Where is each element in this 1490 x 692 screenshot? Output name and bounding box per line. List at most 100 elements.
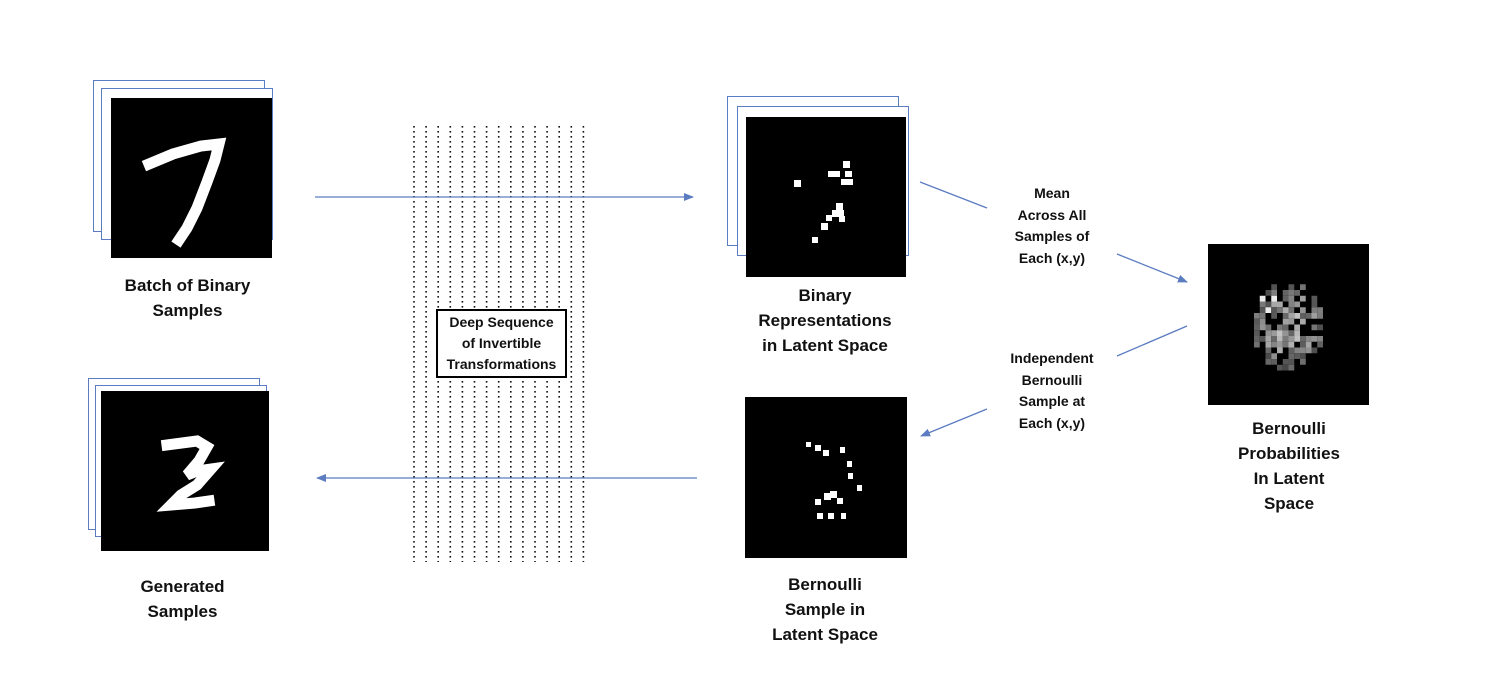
heatmap-cell xyxy=(1254,318,1260,325)
heatmap-cell xyxy=(1259,295,1266,302)
heatmap-cell xyxy=(1265,330,1272,336)
heatmap-cell xyxy=(1265,336,1272,342)
heatmap-cell xyxy=(1282,307,1289,313)
mean-arrow-segment-2 xyxy=(1116,253,1188,283)
latent-pixel xyxy=(841,179,853,185)
generated-sample-image xyxy=(101,391,269,551)
heatmap-cell xyxy=(1300,307,1306,313)
heatmap-cell xyxy=(1254,330,1260,336)
heatmap-cell xyxy=(1300,336,1306,342)
heatmap-cell xyxy=(1288,330,1295,336)
heatmap-cell xyxy=(1288,353,1295,359)
sample-pixel xyxy=(823,450,829,456)
heatmap-cell xyxy=(1317,324,1323,331)
heatmap-cell xyxy=(1288,347,1295,354)
heatmap-cell xyxy=(1288,284,1295,290)
heatmap-cell xyxy=(1259,313,1266,319)
latent-pixel xyxy=(832,210,844,217)
sample-pixel xyxy=(840,447,845,453)
sample-pixel xyxy=(830,491,837,498)
heatmap-cell xyxy=(1300,313,1306,319)
heatmap-cell xyxy=(1271,336,1277,342)
heatmap-cell xyxy=(1259,301,1266,308)
sample-pixel xyxy=(824,493,831,500)
heatmap-cell xyxy=(1277,364,1283,371)
heatmap-cell xyxy=(1300,295,1306,302)
heatmap-cell xyxy=(1305,336,1312,342)
heatmap-cell xyxy=(1311,336,1318,342)
heatmap-cell xyxy=(1277,324,1283,331)
heatmap-cell xyxy=(1288,364,1295,371)
heatmap-cell xyxy=(1265,307,1272,313)
heatmap-cell xyxy=(1317,307,1323,313)
heatmap-cell xyxy=(1265,359,1272,365)
heatmap-cell xyxy=(1271,290,1277,296)
heatmap-cell xyxy=(1288,341,1295,348)
heatmap-cell xyxy=(1300,359,1306,365)
heatmap-cell xyxy=(1282,324,1289,331)
heatmap-cell xyxy=(1288,301,1295,308)
heatmap-cell xyxy=(1282,364,1289,371)
probability-heatmap xyxy=(1254,284,1323,371)
heatmap-cell xyxy=(1254,341,1260,348)
heatmap-cell xyxy=(1259,324,1266,331)
sample-pixel xyxy=(815,499,821,505)
heatmap-cell xyxy=(1288,318,1295,325)
deep-sequence-line-3: Transformations xyxy=(446,356,557,372)
heatmap-cell xyxy=(1305,347,1312,354)
heatmap-cell xyxy=(1288,290,1295,296)
heatmap-cell xyxy=(1288,313,1295,319)
bernoulli-probabilities-image xyxy=(1208,244,1369,405)
heatmap-cell xyxy=(1282,313,1289,319)
heatmap-cell xyxy=(1271,301,1277,308)
deep-sequence-line-1: Deep Sequence xyxy=(449,314,554,330)
heatmap-cell xyxy=(1265,290,1272,296)
heatmap-cell xyxy=(1254,313,1260,319)
heatmap-cell xyxy=(1300,284,1306,290)
heatmap-cell xyxy=(1265,301,1272,308)
deep-sequence-line-2: of Invertible xyxy=(461,335,542,351)
heatmap-cell xyxy=(1282,295,1289,302)
heatmap-cell xyxy=(1277,336,1283,342)
heatmap-cell xyxy=(1294,290,1300,296)
latent-pixel xyxy=(794,180,801,187)
heatmap-cell xyxy=(1277,307,1283,313)
latent-pixel xyxy=(828,171,840,177)
heatmap-cell xyxy=(1311,324,1318,331)
sample-pixel xyxy=(847,461,852,467)
sample-arrow-segment-2 xyxy=(920,408,988,437)
heatmap-cell xyxy=(1282,330,1289,336)
heatmap-cell xyxy=(1259,336,1266,342)
heatmap-cell xyxy=(1265,341,1272,348)
heatmap-cell xyxy=(1282,341,1289,348)
latent-pixel xyxy=(826,215,832,221)
latent-pixel xyxy=(839,216,845,222)
heatmap-cell xyxy=(1288,295,1295,302)
heatmap-cell xyxy=(1288,359,1295,365)
heatmap-cell xyxy=(1271,295,1277,302)
heatmap-cell xyxy=(1277,301,1283,308)
heatmap-cell xyxy=(1300,347,1306,354)
heatmap-cell xyxy=(1294,353,1300,359)
latent-pixel xyxy=(821,223,828,230)
deep-sequence-label-box: Deep Sequence of Invertible Transformati… xyxy=(436,309,567,378)
sample-pixel xyxy=(815,445,821,451)
heatmap-cell xyxy=(1294,336,1300,342)
heatmap-cell xyxy=(1271,307,1277,313)
sample-pixel xyxy=(857,485,862,491)
heatmap-cell xyxy=(1311,347,1318,354)
heatmap-cell xyxy=(1311,307,1318,313)
heatmap-cell xyxy=(1300,353,1306,359)
heatmap-cell xyxy=(1271,359,1277,365)
mean-arrow-segment-1 xyxy=(919,181,988,209)
latent-pixel xyxy=(812,237,818,243)
heatmap-cell xyxy=(1294,324,1300,331)
heatmap-cell xyxy=(1288,336,1295,342)
heatmap-cell xyxy=(1271,313,1277,319)
